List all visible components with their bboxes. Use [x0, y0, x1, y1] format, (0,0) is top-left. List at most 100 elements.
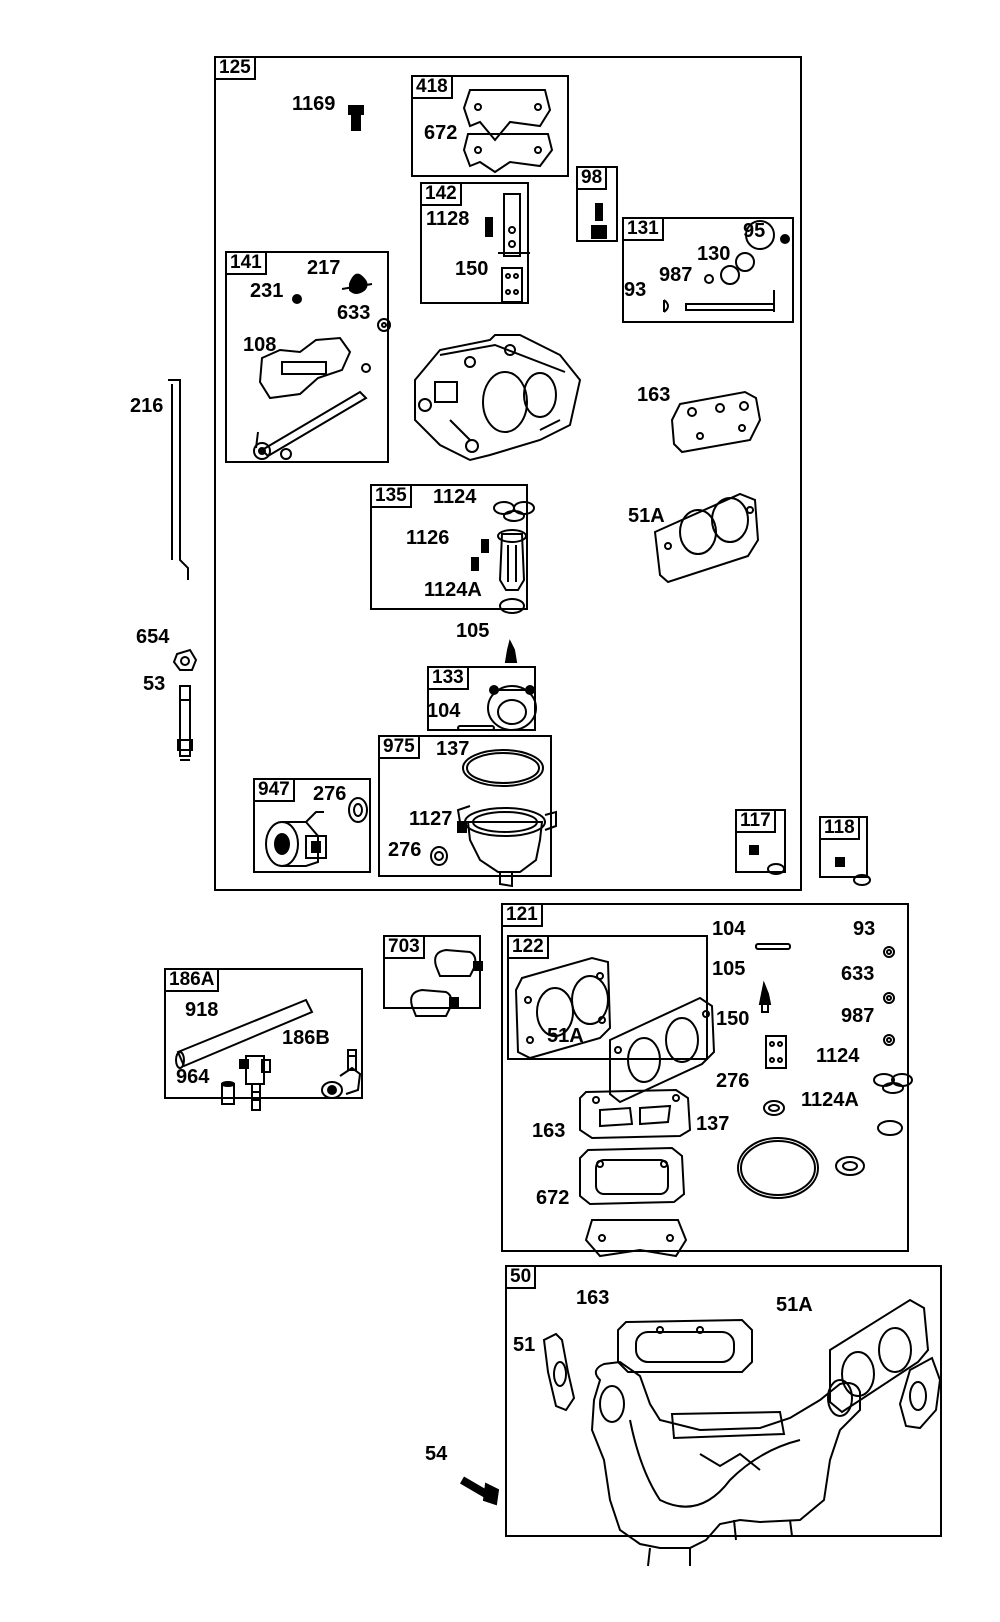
group-186A-tag: 186A [164, 968, 220, 992]
group-121-tag: 121 [501, 903, 543, 927]
label-137-b: 137 [696, 1113, 730, 1135]
label-276-b: 276 [388, 839, 422, 861]
label-987: 987 [659, 264, 693, 286]
label-964: 964 [176, 1066, 210, 1088]
label-163-c: 163 [576, 1287, 610, 1309]
screw-spring-98-icon [591, 203, 607, 239]
washer-633b-icon [883, 992, 895, 1004]
label-54: 54 [425, 1443, 448, 1465]
group-418-tag: 418 [411, 75, 453, 99]
group-125-tag: 125 [214, 56, 256, 80]
group-133-tag: 133 [427, 666, 469, 690]
gasket-672b-icon [584, 1219, 688, 1258]
group-135-tag: 135 [370, 484, 412, 508]
gasket-163b-icon [579, 1146, 686, 1206]
manifold-50-icon [590, 1360, 861, 1567]
nut-654-icon [172, 648, 198, 671]
label-633-b: 633 [841, 963, 875, 985]
gasket-51-icon [542, 1332, 576, 1412]
group-121: 121 [501, 903, 909, 1252]
plate-142-icon [485, 193, 530, 257]
washer-276-icon [348, 797, 368, 823]
group-117: 117 [735, 809, 786, 873]
screw-118-icon [835, 857, 871, 886]
label-1126: 1126 [406, 527, 450, 549]
spacer-122-icon [514, 956, 612, 1060]
group-947-tag: 947 [253, 778, 295, 802]
label-186B: 186B [282, 1027, 330, 1049]
group-975-tag: 975 [378, 735, 420, 759]
float-1124b-icon [873, 1073, 913, 1094]
label-163: 163 [637, 384, 671, 406]
group-118: 118 [819, 816, 868, 878]
label-217: 217 [307, 257, 341, 279]
group-418: 418 [411, 75, 569, 177]
group-142: 142 [420, 182, 529, 304]
group-703-tag: 703 [383, 935, 425, 959]
gasket-51A-icon [653, 492, 760, 584]
label-672-b: 672 [536, 1187, 570, 1209]
label-1124-b: 1124 [816, 1045, 860, 1067]
washer-276c-icon [763, 1100, 785, 1116]
washer-276d-icon [835, 1156, 865, 1176]
group-117-tag: 117 [735, 809, 776, 833]
label-130: 130 [697, 243, 731, 265]
label-150: 150 [455, 258, 489, 280]
screw-1127-icon [457, 821, 467, 833]
label-654: 654 [136, 626, 170, 648]
label-918: 918 [185, 999, 219, 1021]
label-137: 137 [436, 738, 470, 760]
label-51A-c: 51A [776, 1294, 813, 1316]
label-1124: 1124 [433, 486, 477, 508]
gasket-163-icon [670, 390, 762, 454]
group-141-tag: 141 [225, 251, 267, 275]
plate-418-icon [462, 89, 552, 142]
group-131: 131 [622, 217, 794, 323]
needle-105-icon [504, 639, 518, 663]
plate-108-icon [258, 336, 371, 400]
screw-231-icon [292, 294, 302, 304]
washer-633-icon [377, 318, 391, 332]
cap-964-icon [221, 1081, 235, 1105]
ring-1124A-icon [499, 598, 525, 614]
label-104-b: 104 [712, 918, 746, 940]
group-186A: 186A [164, 968, 363, 1099]
group-947: 947 [253, 778, 371, 873]
label-51A: 51A [628, 505, 665, 527]
shaft-141-icon [253, 390, 368, 460]
group-98-tag: 98 [576, 166, 608, 190]
spring-217-icon [341, 273, 373, 294]
bolt-1169-icon [348, 105, 364, 131]
label-672: 672 [424, 122, 458, 144]
group-50: 50 [505, 1265, 942, 1537]
group-131-tag: 131 [622, 217, 664, 241]
label-105: 105 [456, 620, 490, 642]
group-122: 122 [507, 935, 708, 1060]
linkage-131-icon [663, 220, 790, 313]
washer-276b-icon [430, 846, 448, 866]
pin-104b-icon [755, 943, 791, 950]
screw-1126-icon [471, 539, 489, 571]
washer-93-icon [883, 946, 895, 958]
group-50-tag: 50 [505, 1265, 537, 1289]
group-975: 975 [378, 735, 552, 877]
gasket-51b-icon [898, 1356, 942, 1430]
group-118-tag: 118 [819, 816, 860, 840]
washer-987-icon [883, 1034, 895, 1046]
group-133: 133 [427, 666, 536, 731]
label-93: 93 [624, 279, 647, 301]
label-1127: 1127 [409, 808, 453, 830]
label-51A-b: 51A [547, 1025, 584, 1047]
plate-upper-icon [579, 1088, 692, 1140]
label-276: 276 [313, 783, 347, 805]
label-53: 53 [143, 673, 166, 695]
group-125: 125 [214, 56, 802, 891]
gasket-672-icon [462, 133, 554, 174]
group-141: 141 [225, 251, 389, 463]
plate-150b-icon [765, 1035, 787, 1069]
group-703: 703 [383, 935, 481, 1009]
label-95: 95 [743, 220, 766, 242]
float-1124-icon [493, 501, 535, 522]
